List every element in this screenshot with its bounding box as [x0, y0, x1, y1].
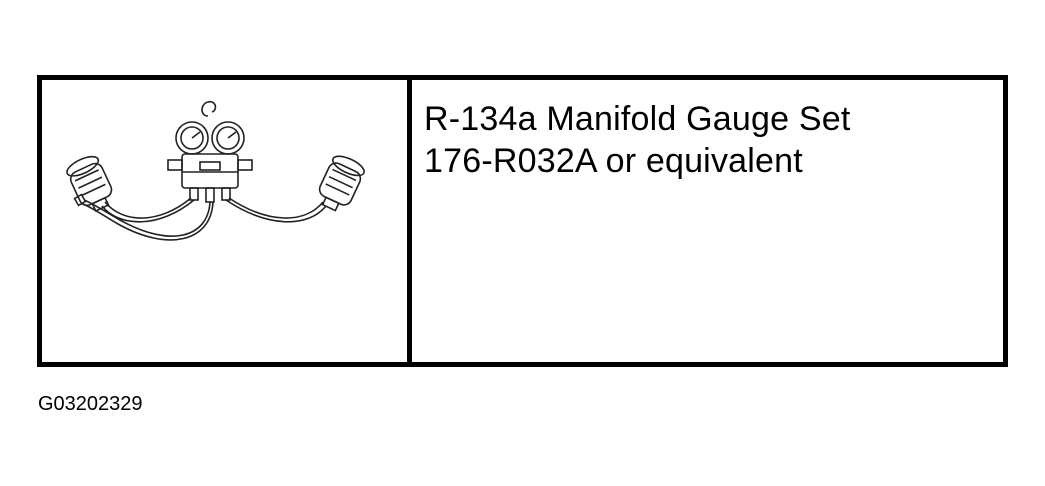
tool-illustration-cell	[42, 80, 412, 362]
figure-id: G03202329	[38, 393, 143, 415]
tool-description-cell: R-134a Manifold Gauge Set 176-R032A or e…	[412, 80, 1003, 362]
tool-name: R-134a Manifold Gauge Set	[424, 100, 851, 138]
manifold-gauge-set-icon	[66, 100, 365, 241]
tool-table: R-134a Manifold Gauge Set 176-R032A or e…	[37, 75, 1008, 367]
tool-part-number: 176-R032A or equivalent	[424, 142, 803, 180]
